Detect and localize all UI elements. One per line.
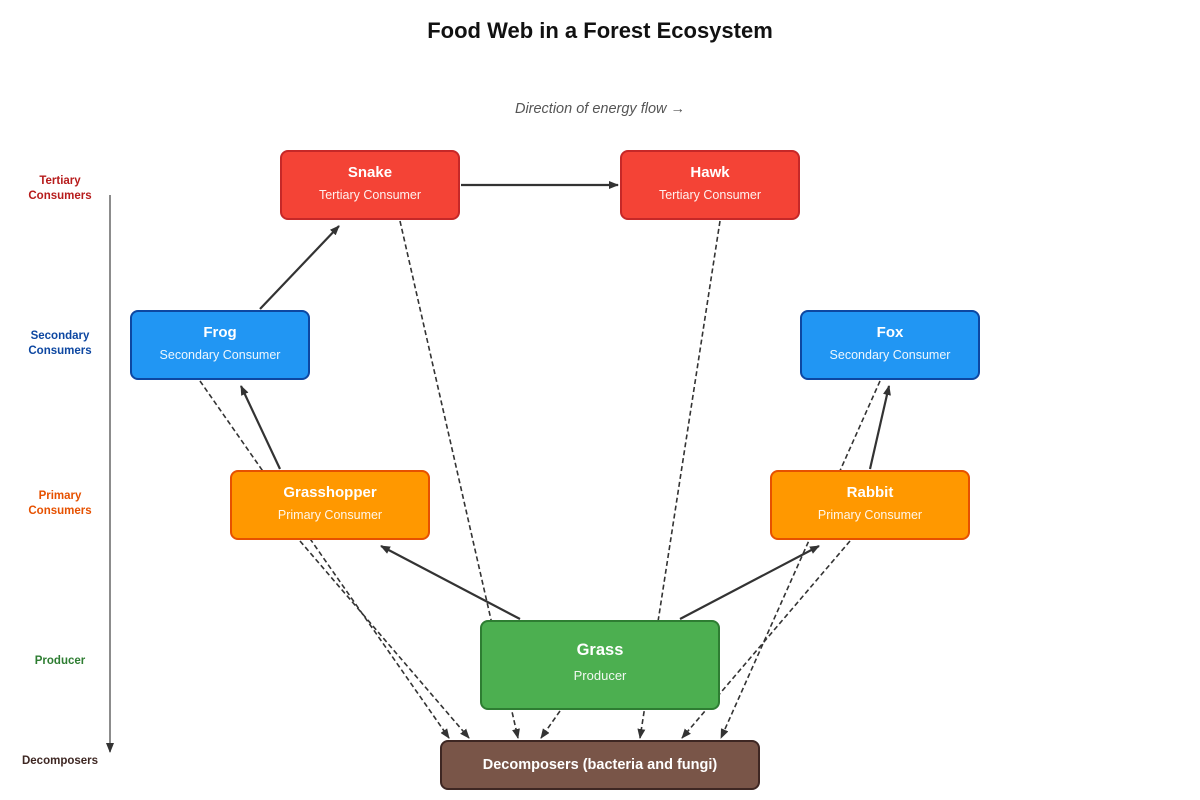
node-grass-role: Producer	[573, 668, 627, 683]
level-label-decomposers: Decomposers	[21, 755, 99, 767]
node-grass: Grass Producer	[480, 620, 720, 710]
node-rabbit-name: Rabbit	[846, 484, 894, 501]
level-label-primary: Primary Consumers	[28, 490, 92, 517]
level-label-tertiary: Tertiary Consumers	[28, 175, 92, 202]
node-grass-name: Grass	[576, 641, 624, 659]
node-grasshopper-role: Primary Consumer	[277, 508, 383, 522]
node-grasshopper-name: Grasshopper	[283, 484, 377, 501]
arrow-grasshopper-to-decomposers	[299, 540, 470, 739]
arrow-fox-to-decomposers	[720, 380, 881, 739]
arrow-grass-to-rabbit	[679, 545, 820, 620]
arrow-frog-to-decomposers	[199, 380, 450, 739]
node-grasshopper: Grasshopper Primary Consumer	[230, 470, 430, 540]
node-fox-name: Fox	[876, 324, 904, 341]
node-decomposers: Decomposers (bacteria and fungi)	[440, 740, 760, 790]
node-snake: Snake Tertiary Consumer	[280, 150, 460, 220]
node-rabbit-role: Primary Consumer	[817, 508, 923, 522]
node-frog-name: Frog	[203, 324, 237, 341]
energy-flow-note: Direction of energy flow →	[514, 101, 686, 117]
arrow-grasshopper-to-frog	[240, 385, 281, 470]
arrow-grass-to-grasshopper	[380, 545, 521, 620]
diagram-title: Food Web in a Forest Ecosystem	[427, 18, 773, 43]
node-hawk-role: Tertiary Consumer	[658, 188, 762, 202]
node-decomposers-name: Decomposers (bacteria and fungi)	[482, 757, 718, 773]
level-label-producer: Producer	[34, 655, 86, 667]
node-fox-role: Secondary Consumer	[829, 348, 951, 362]
node-frog-role: Secondary Consumer	[159, 348, 281, 362]
node-hawk-name: Hawk	[690, 164, 730, 181]
node-hawk: Hawk Tertiary Consumer	[620, 150, 800, 220]
node-fox: Fox Secondary Consumer	[800, 310, 980, 380]
level-label-secondary: Secondary Consumers	[28, 330, 92, 357]
node-rabbit: Rabbit Primary Consumer	[770, 470, 970, 540]
node-snake-role: Tertiary Consumer	[318, 188, 422, 202]
arrow-grass-to-decomposers	[540, 710, 561, 739]
arrow-frog-to-snake	[259, 225, 340, 310]
node-snake-name: Snake	[347, 164, 393, 181]
arrow-rabbit-to-decomposers	[681, 540, 851, 739]
arrow-rabbit-to-fox	[868, 385, 891, 470]
node-frog: Frog Secondary Consumer	[130, 310, 310, 380]
